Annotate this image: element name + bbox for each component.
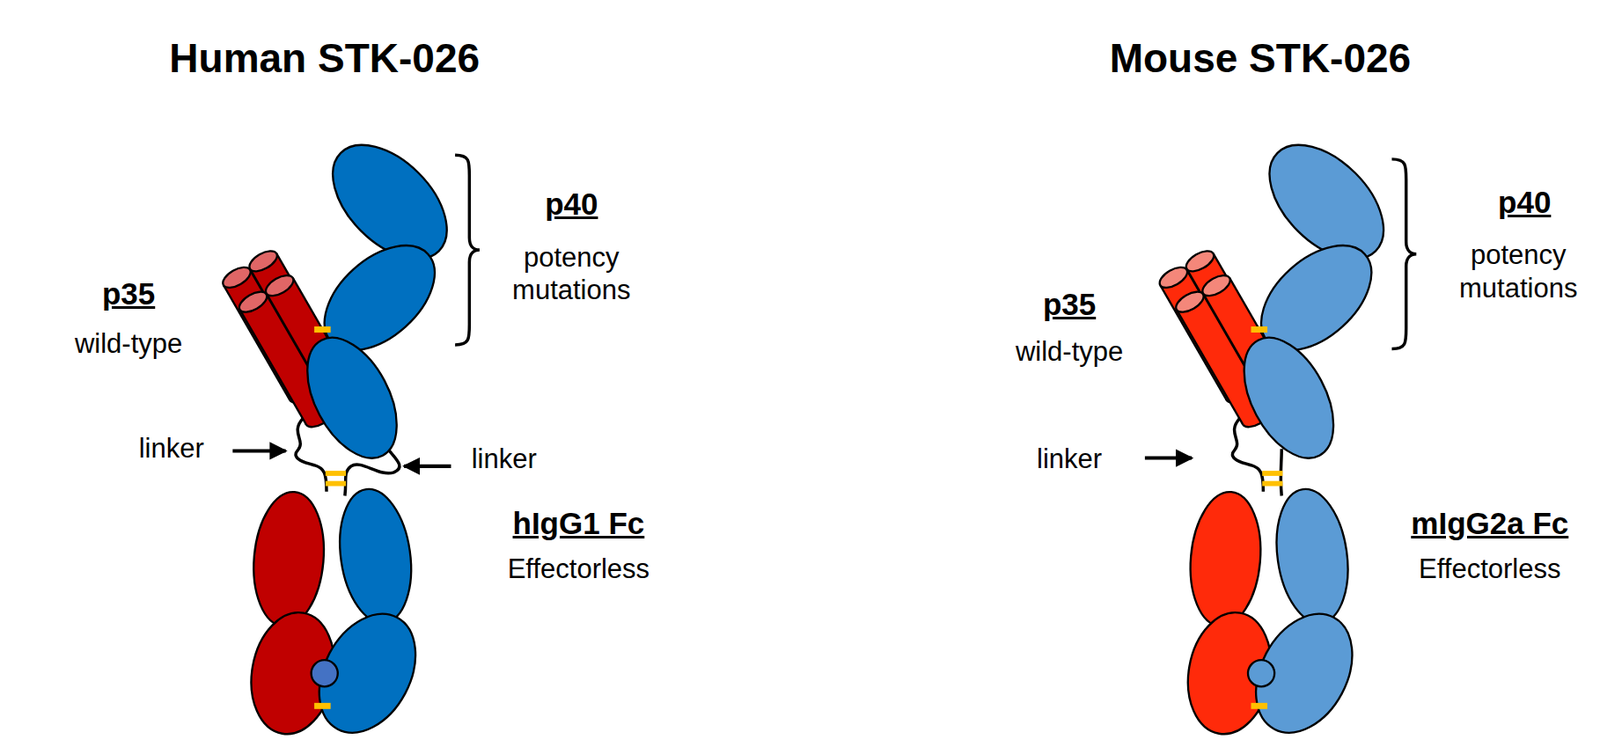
fc-domain — [300, 597, 435, 747]
part-name: p35 — [102, 275, 155, 313]
part-name: linker — [1036, 442, 1102, 476]
part-name: linker — [471, 442, 537, 476]
fc-domain — [248, 489, 330, 630]
fc-domain — [1185, 489, 1267, 630]
leader-arrow — [403, 464, 451, 469]
leader-arrow — [1144, 456, 1192, 461]
heading: Mouse STK-026 — [1109, 35, 1412, 84]
p40-domain — [1225, 322, 1352, 473]
knob — [311, 660, 338, 687]
fc-domain — [331, 484, 419, 629]
disulfide-bond — [1250, 703, 1268, 710]
disulfide-bond — [314, 703, 331, 710]
p40-domain — [288, 322, 415, 473]
disulfide-bond — [325, 470, 346, 477]
disulfide-bond — [1250, 326, 1268, 333]
bracket — [1391, 159, 1417, 350]
linker-strand — [1232, 418, 1263, 492]
part-name: p40 — [544, 185, 598, 223]
disulfide-bond — [1262, 470, 1283, 477]
disulfide-bond — [1262, 481, 1283, 487]
note: wild-type — [74, 327, 183, 360]
leader-arrow — [232, 448, 286, 453]
disulfide-bond — [325, 481, 346, 487]
note: potency mutations — [496, 241, 646, 307]
part-name: p35 — [1042, 286, 1096, 323]
part-name: mIgG2a Fc — [1410, 505, 1569, 543]
part-name: hIgG1 Fc — [513, 505, 646, 543]
linker-strand — [295, 418, 327, 492]
part-name: linker — [139, 433, 205, 466]
note: Effectorless — [507, 552, 650, 586]
fc-domain — [1236, 597, 1372, 747]
note: wild-type — [1015, 335, 1123, 368]
fusion-protein — [220, 124, 480, 747]
knob — [1247, 660, 1275, 687]
note: Effectorless — [1418, 552, 1561, 586]
bracket — [455, 154, 480, 345]
note: potency mutations — [1447, 238, 1589, 304]
heading: Human STK-026 — [168, 35, 480, 84]
fusion-protein — [1144, 124, 1417, 747]
disulfide-bond — [314, 326, 331, 333]
part-name: p40 — [1497, 183, 1551, 221]
fc-domain — [1268, 484, 1356, 629]
